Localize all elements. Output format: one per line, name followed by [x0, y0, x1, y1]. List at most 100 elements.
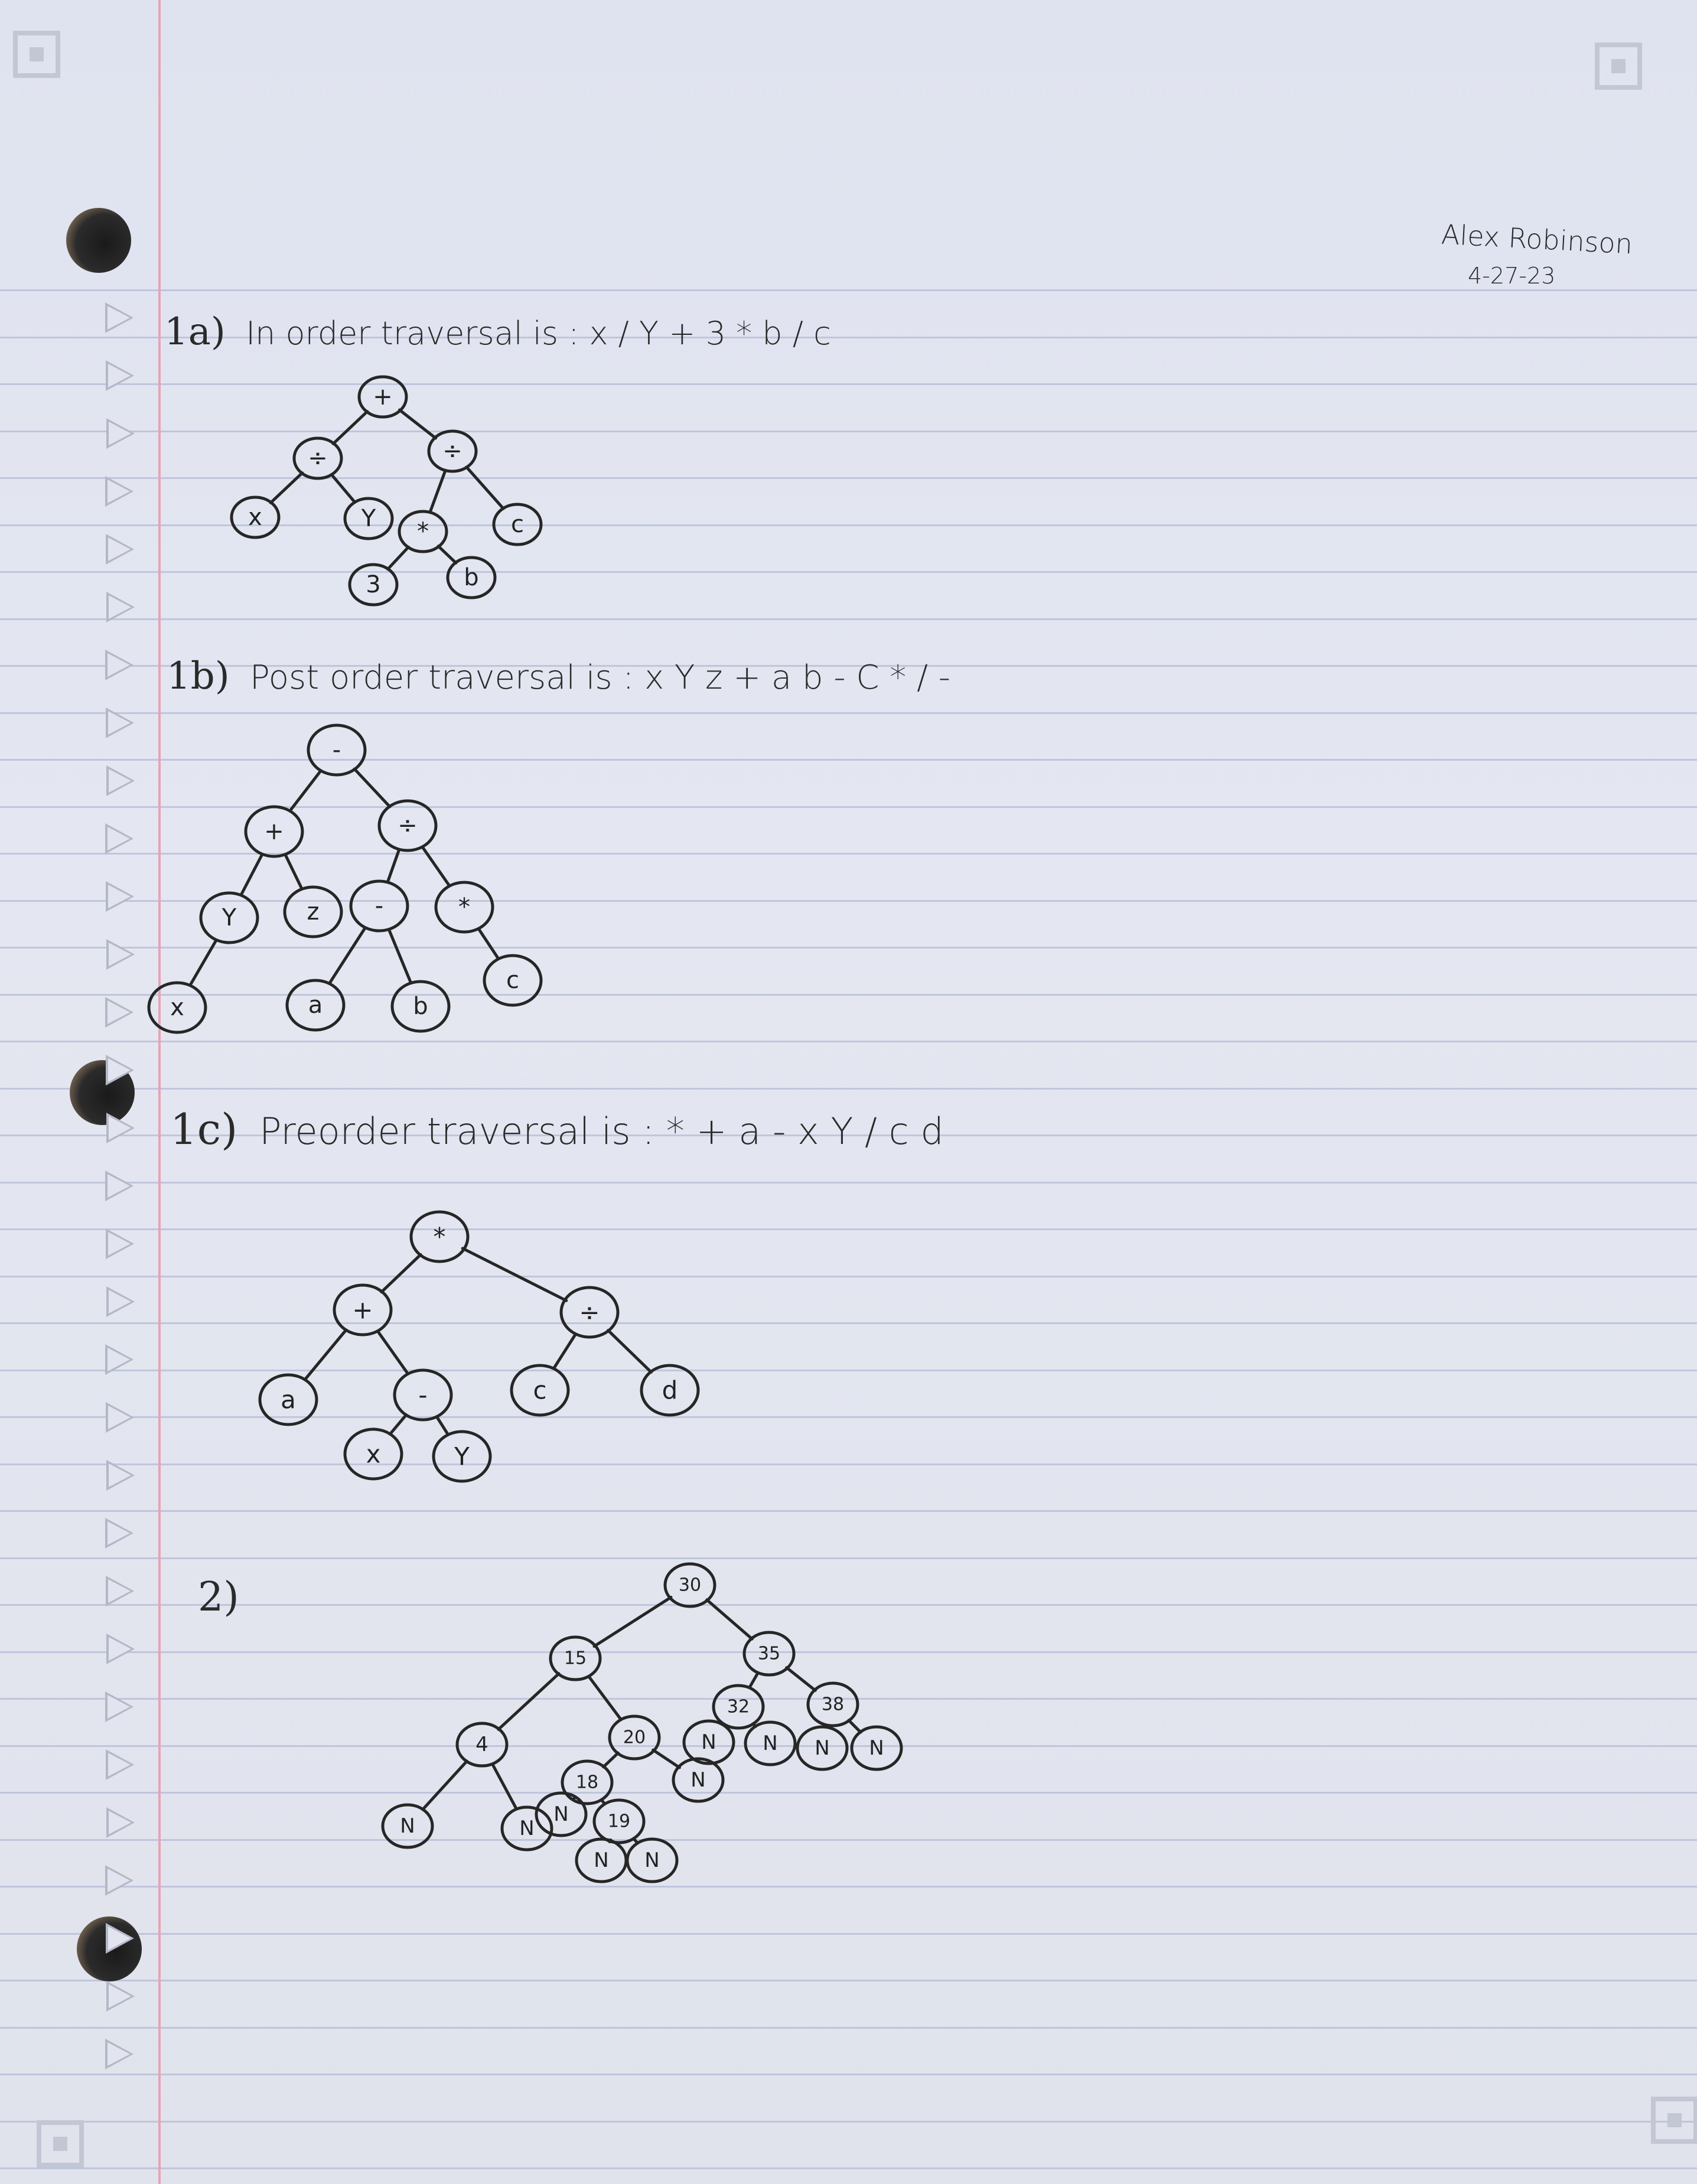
tree-node-circle — [377, 799, 438, 852]
tree-node-circle — [446, 556, 497, 599]
tree-edge — [602, 1751, 620, 1769]
ruled-line — [0, 1510, 1697, 1512]
ruled-line — [0, 430, 1697, 432]
ruled-line — [0, 2026, 1697, 2029]
tree-node-label: ÷ — [398, 812, 418, 839]
ruled-line — [0, 1087, 1697, 1090]
margin-triangle — [106, 1923, 134, 1954]
tree-node-circle — [147, 981, 207, 1034]
ruled-line — [0, 383, 1697, 385]
tree-edge — [785, 1666, 817, 1692]
punch-hole-top — [66, 208, 131, 273]
tree-node-circle — [626, 1837, 679, 1883]
tree-edge — [705, 1598, 754, 1641]
tree-node-circle — [608, 1714, 661, 1761]
ruled-line — [0, 2167, 1697, 2169]
margin-triangle — [106, 1749, 134, 1780]
tree-edge — [331, 410, 369, 445]
tree-node-label: 4 — [475, 1733, 488, 1756]
margin-triangle — [105, 302, 133, 333]
margin-line — [158, 0, 161, 2184]
margin-triangle — [106, 1402, 134, 1433]
ruled-line — [0, 947, 1697, 948]
problem-label: 1a) — [164, 310, 226, 354]
tree-node-circle — [349, 879, 409, 933]
tree-node-label: ÷ — [579, 1298, 600, 1327]
ruled-line — [0, 853, 1697, 855]
tree-node-circle — [561, 1759, 614, 1805]
tree-node-circle — [393, 1368, 453, 1422]
tree-edge — [748, 1671, 760, 1689]
tree-node-circle — [592, 1798, 646, 1844]
tree-node-circle — [806, 1681, 859, 1727]
tree-node-circle — [244, 805, 304, 858]
tree-edge — [387, 928, 412, 984]
tree-node-label: 38 — [822, 1694, 844, 1715]
tree-edge — [330, 473, 357, 504]
margin-triangle — [106, 534, 134, 565]
tree-edge — [552, 1332, 577, 1370]
tree-edge — [398, 408, 438, 440]
ruled-line — [0, 1416, 1697, 1418]
tree-node-label: Y — [361, 505, 376, 532]
tree-node-label: + — [373, 383, 393, 410]
tree-edge — [380, 1253, 422, 1294]
ruled-line — [0, 289, 1697, 291]
tree-node-circle — [672, 1757, 725, 1803]
tree-node-label: 18 — [576, 1772, 598, 1793]
ruled-line — [0, 2120, 1697, 2123]
date: 4-27-23 — [1468, 263, 1556, 289]
tree-node-circle — [492, 503, 543, 546]
margin-triangle — [105, 1171, 133, 1201]
tree-edge — [497, 1672, 561, 1731]
problem-text: Post order traversal is : x Y z + a b - … — [250, 659, 950, 697]
tree-node-label: - — [333, 736, 341, 764]
margin-triangle — [106, 360, 134, 391]
ruled-line — [0, 665, 1697, 667]
tree-node-circle — [559, 1286, 620, 1339]
tree-edge — [607, 1329, 653, 1374]
tree-node-circle — [357, 375, 408, 419]
tree-edge — [386, 545, 410, 571]
margin-triangle — [106, 418, 135, 449]
ruled-line — [0, 1181, 1697, 1184]
tree-node-circle — [510, 1364, 570, 1417]
margin-triangle — [105, 1518, 133, 1549]
margin-triangle — [106, 1981, 135, 2012]
tree-edge — [269, 471, 304, 504]
ruled-line — [0, 336, 1697, 338]
tree-node-circle — [535, 1791, 588, 1837]
tree-node-label: N — [869, 1736, 884, 1760]
margin-triangle — [105, 997, 133, 1028]
tree-edge — [437, 545, 458, 565]
tree-node-circle — [333, 1283, 393, 1337]
ruled-line — [0, 1932, 1697, 1935]
ruled-line — [0, 571, 1697, 573]
tree-edge — [491, 1763, 518, 1810]
tree-node-circle — [343, 497, 394, 540]
problem-2-heading: 2) — [198, 1574, 239, 1621]
ruled-line — [0, 1792, 1697, 1794]
tree-node-label: N — [400, 1814, 415, 1838]
tree-edge — [461, 1247, 568, 1302]
tree-edge — [353, 767, 392, 809]
tree-node-label: 30 — [679, 1575, 701, 1596]
tree-node-label: b — [464, 564, 478, 591]
tree-edge — [587, 1674, 623, 1722]
tree-edge — [284, 853, 304, 890]
tree-node-label: b — [413, 993, 428, 1020]
tree-node-label: Y — [454, 1442, 470, 1471]
ruled-line — [0, 806, 1697, 808]
tree-node-label: * — [434, 1223, 446, 1251]
tree-node-label: 35 — [758, 1644, 780, 1664]
margin-triangle — [106, 1807, 135, 1838]
problem-1a-heading: 1a) In order traversal is : x / Y + 3 * … — [164, 310, 831, 354]
margin-triangle — [105, 1344, 133, 1375]
tree-node-label: c — [506, 967, 519, 994]
tree-node-label: x — [170, 994, 184, 1021]
tree-node-label: z — [307, 898, 320, 925]
ruled-line — [0, 1839, 1697, 1841]
problem-text: Preorder traversal is : * + a - x Y / c … — [259, 1110, 944, 1153]
